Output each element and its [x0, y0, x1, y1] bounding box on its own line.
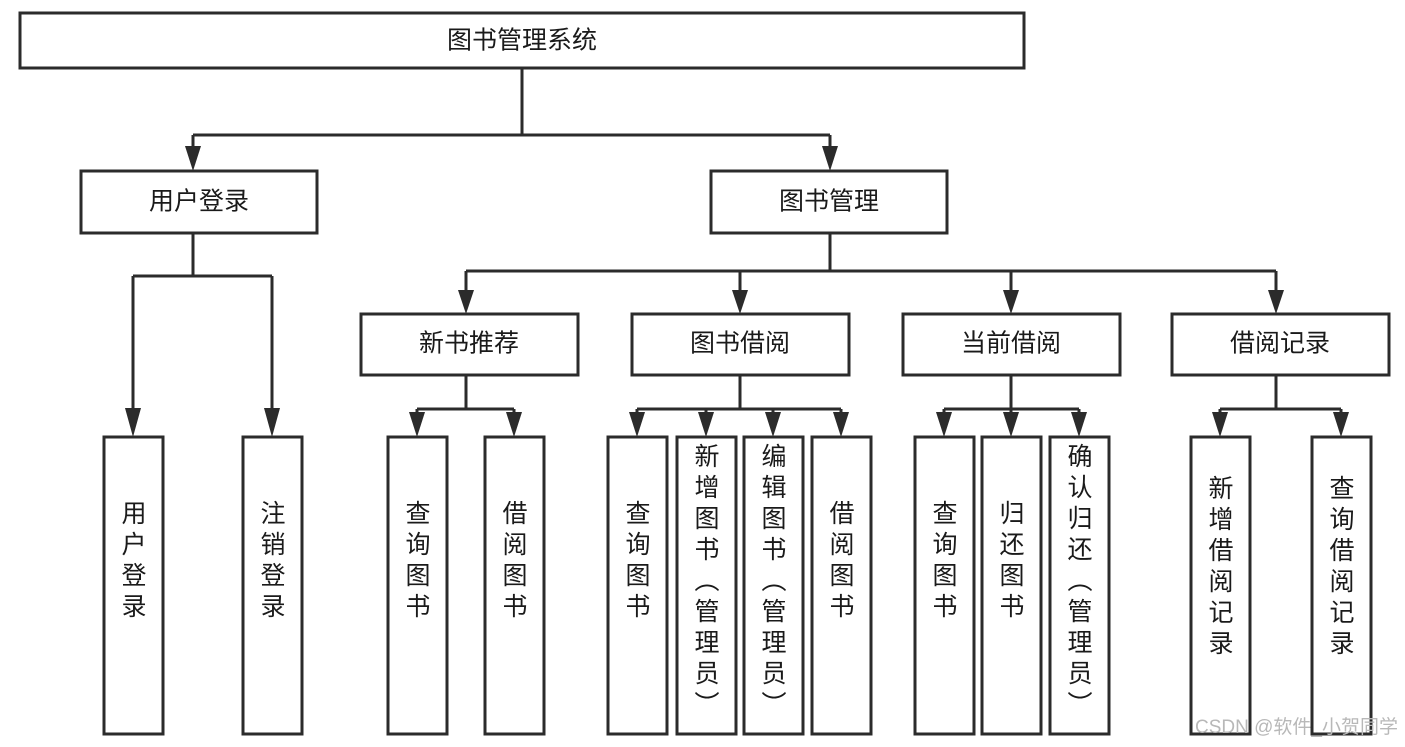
arrow-head-leaf-add-record	[1212, 412, 1228, 437]
node-leaf-query-book-3-label: 查询图书	[932, 500, 957, 621]
node-leaf-query-book-1-box[interactable]	[386, 435, 449, 736]
node-book-management[interactable]: 图书管理	[709, 169, 949, 235]
arrow-head-user-login	[185, 146, 201, 171]
node-leaf-add-record-box[interactable]	[1189, 435, 1252, 736]
node-leaf-add-record[interactable]: 新增借阅记录	[1189, 435, 1252, 736]
node-leaf-user-login-label: 用户登录	[121, 500, 146, 621]
arrow-head-new-book-recommend	[458, 290, 474, 314]
node-book-management-box[interactable]	[709, 169, 949, 235]
arrow-head-leaf-query-book-1	[409, 412, 425, 437]
node-new-book-recommend[interactable]: 新书推荐	[359, 312, 580, 377]
node-leaf-edit-book-box[interactable]	[742, 435, 805, 736]
node-leaf-edit-book[interactable]: 编辑图书︵管理员︶	[742, 435, 805, 736]
node-leaf-query-record-label: 查询借阅记录	[1329, 475, 1354, 658]
node-leaf-borrow-book-2-label: 借阅图书	[829, 500, 854, 621]
node-leaf-add-book[interactable]: 新增图书︵管理员︶	[675, 435, 738, 736]
arrow-head-leaf-return-book	[1003, 412, 1019, 437]
arrow-head-leaf-confirm-return	[1071, 412, 1087, 437]
node-leaf-return-book-label: 归还图书	[999, 500, 1024, 621]
node-leaf-user-logout-label: 注销登录	[260, 500, 285, 621]
node-borrow-record-label: 借阅记录	[1230, 330, 1330, 358]
arrow-head-leaf-query-book-2	[629, 412, 645, 437]
node-leaf-user-login[interactable]: 用户登录	[102, 435, 165, 736]
node-new-book-recommend-box[interactable]	[359, 312, 580, 377]
node-book-borrow-box[interactable]	[630, 312, 851, 377]
node-leaf-user-logout-box[interactable]	[241, 435, 304, 736]
arrow-head-leaf-query-record	[1333, 412, 1349, 437]
arrow-head-leaf-user-logout	[264, 408, 280, 437]
arrow-head-leaf-add-book	[698, 412, 714, 437]
node-leaf-query-book-2-box[interactable]	[606, 435, 669, 736]
node-current-borrow-box[interactable]	[901, 312, 1122, 377]
node-leaf-user-login-box[interactable]	[102, 435, 165, 736]
node-current-borrow-label: 当前借阅	[961, 330, 1061, 358]
node-root-label: 图书管理系统	[447, 27, 597, 55]
arrow-head-leaf-borrow-book-1	[506, 412, 522, 437]
node-leaf-return-book[interactable]: 归还图书	[980, 435, 1043, 736]
node-book-management-label: 图书管理	[779, 188, 879, 216]
node-leaf-borrow-book-1-label: 借阅图书	[502, 500, 527, 621]
node-borrow-record[interactable]: 借阅记录	[1170, 312, 1391, 377]
node-leaf-confirm-return[interactable]: 确认归还︵管理员︶	[1048, 435, 1111, 736]
node-leaf-user-logout[interactable]: 注销登录	[241, 435, 304, 736]
node-leaf-query-book-3-box[interactable]	[913, 435, 976, 736]
node-leaf-return-book-box[interactable]	[980, 435, 1043, 736]
node-leaf-query-book-2[interactable]: 查询图书	[606, 435, 669, 736]
arrow-head-borrow-record	[1268, 290, 1284, 314]
connector-layer	[125, 68, 1349, 437]
arrow-head-current-borrow	[1003, 290, 1019, 314]
node-user-login[interactable]: 用户登录	[79, 169, 319, 235]
node-leaf-borrow-book-1[interactable]: 借阅图书	[483, 435, 546, 736]
arrow-head-leaf-user-login	[125, 408, 141, 437]
node-leaf-query-book-3[interactable]: 查询图书	[913, 435, 976, 736]
node-user-login-label: 用户登录	[149, 188, 249, 216]
node-leaf-borrow-book-1-box[interactable]	[483, 435, 546, 736]
node-new-book-recommend-label: 新书推荐	[419, 330, 519, 358]
node-leaf-add-book-label: 新增图书︵管理员︶	[694, 443, 719, 719]
arrow-head-leaf-edit-book	[765, 412, 781, 437]
leaf-node-group: 用户登录 注销登录 查询图书 借阅图书 查询图书 新增图书︵管理员︶	[102, 435, 1373, 736]
node-leaf-edit-book-label: 编辑图书︵管理员︶	[761, 443, 786, 719]
node-leaf-add-book-box[interactable]	[675, 435, 738, 736]
node-leaf-borrow-book-2[interactable]: 借阅图书	[810, 435, 873, 736]
node-book-borrow-label: 图书借阅	[690, 330, 790, 358]
node-leaf-confirm-return-label: 确认归还︵管理员︶	[1067, 443, 1092, 719]
node-leaf-query-book-1[interactable]: 查询图书	[386, 435, 449, 736]
node-leaf-confirm-return-box[interactable]	[1048, 435, 1111, 736]
node-current-borrow[interactable]: 当前借阅	[901, 312, 1122, 377]
node-leaf-query-book-1-label: 查询图书	[405, 500, 430, 621]
arrow-head-leaf-query-book-3	[936, 412, 952, 437]
node-user-login-box[interactable]	[79, 169, 319, 235]
arrow-head-book-management	[822, 146, 838, 171]
node-leaf-query-record[interactable]: 查询借阅记录	[1310, 435, 1373, 736]
node-leaf-add-record-label: 新增借阅记录	[1208, 475, 1233, 658]
node-leaf-borrow-book-2-box[interactable]	[810, 435, 873, 736]
arrow-head-leaf-borrow-book-2	[833, 412, 849, 437]
arrow-head-book-borrow	[732, 290, 748, 314]
node-root[interactable]: 图书管理系统	[18, 11, 1026, 70]
node-book-borrow[interactable]: 图书借阅	[630, 312, 851, 377]
node-root-box[interactable]	[18, 11, 1026, 70]
node-borrow-record-box[interactable]	[1170, 312, 1391, 377]
node-leaf-query-book-2-label: 查询图书	[625, 500, 650, 621]
node-leaf-query-record-box[interactable]	[1310, 435, 1373, 736]
watermark-label: CSDN @软件_小贺同学	[1195, 716, 1398, 738]
